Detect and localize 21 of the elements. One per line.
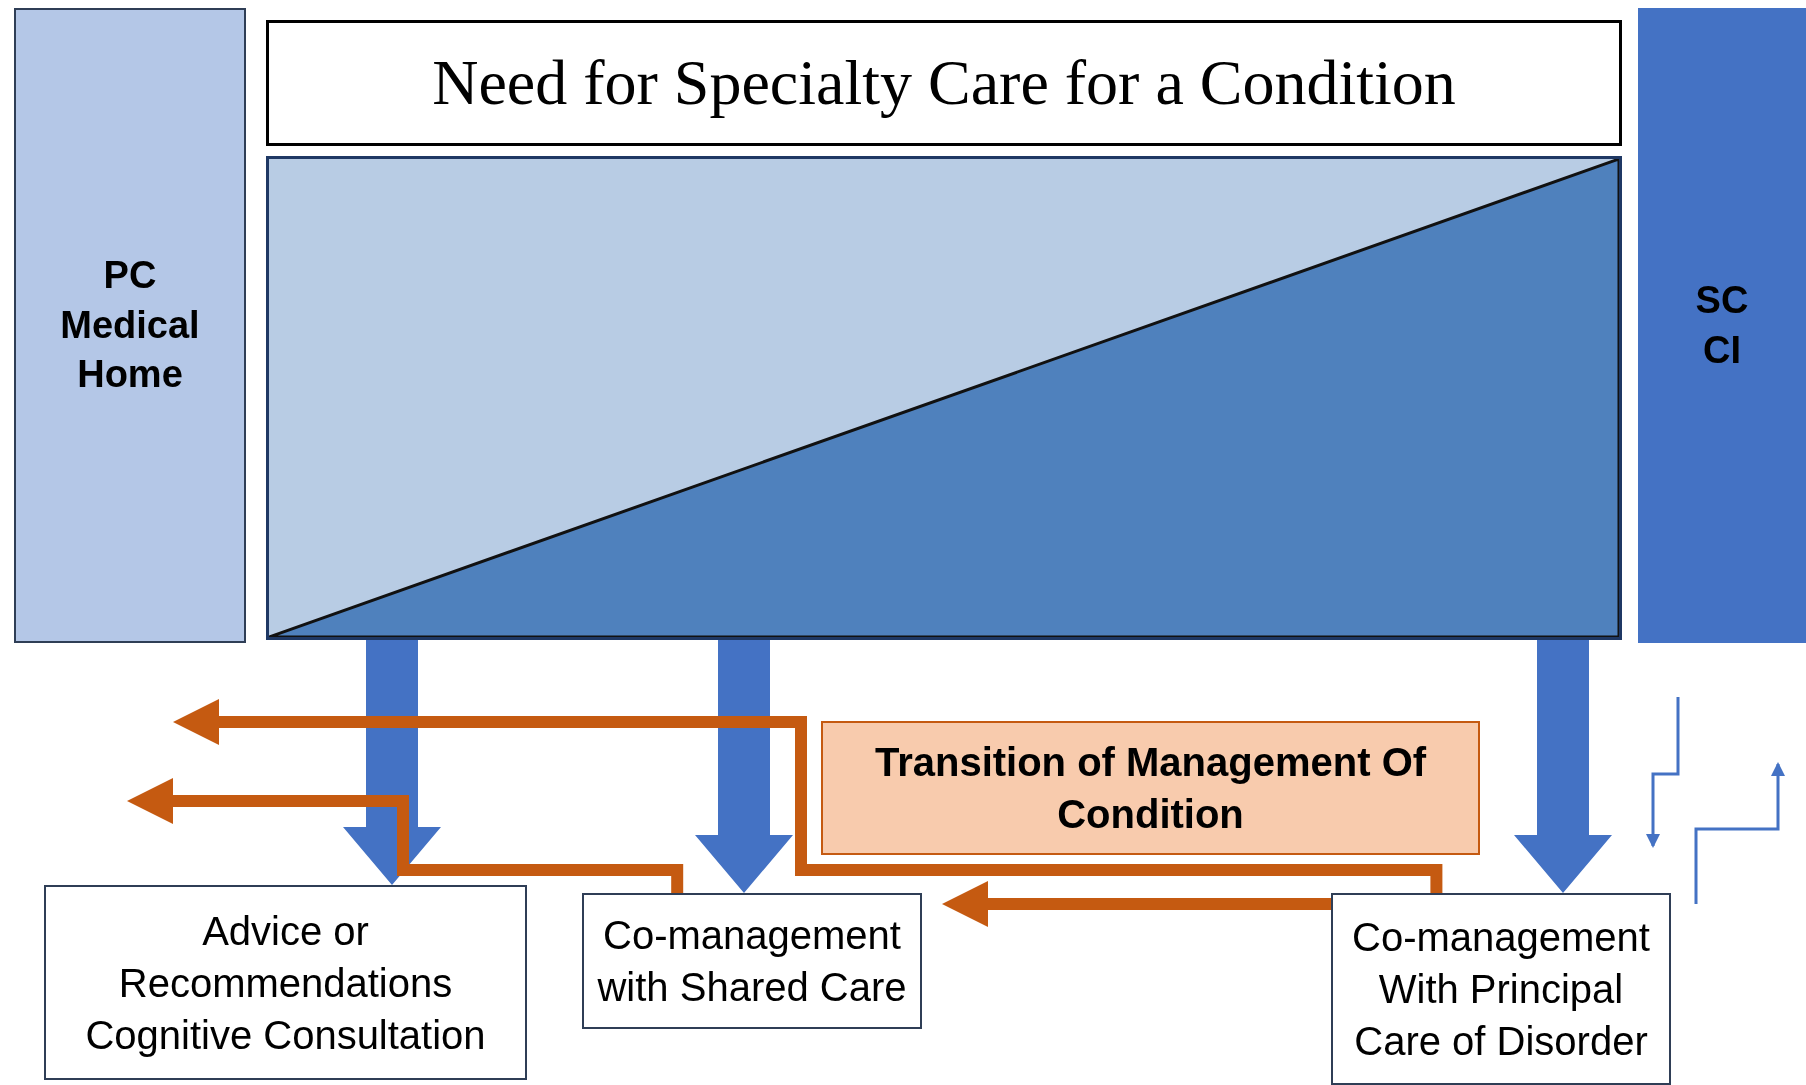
box-label: Co-management with Shared Care — [596, 912, 908, 1011]
transition-box — [821, 721, 1480, 855]
arrow — [1514, 640, 1612, 893]
box-label: Transition of Management Of Condition — [873, 739, 1428, 838]
side-panel — [1638, 8, 1806, 643]
box-label: Advice or Recommendations Cognitive Consultation — [84, 907, 487, 1059]
panel-label: SC CI — [1694, 278, 1750, 373]
box-label: Co-management With Principal Care of Disorder — [1351, 914, 1651, 1065]
arrow — [173, 699, 1443, 893]
arrow — [127, 778, 684, 893]
arrow — [343, 640, 441, 885]
gradient-chart — [266, 156, 1622, 640]
side-panel — [14, 8, 246, 643]
title-text: Need for Specialty Care for a Condition — [432, 46, 1456, 121]
care-model-box — [1331, 893, 1671, 1085]
arrow — [942, 881, 1331, 927]
panel-label: PC Medical Home — [59, 253, 201, 398]
care-model-box — [44, 885, 527, 1080]
care-model-box — [582, 893, 922, 1029]
arrow — [695, 640, 793, 893]
title-box — [266, 20, 1622, 146]
